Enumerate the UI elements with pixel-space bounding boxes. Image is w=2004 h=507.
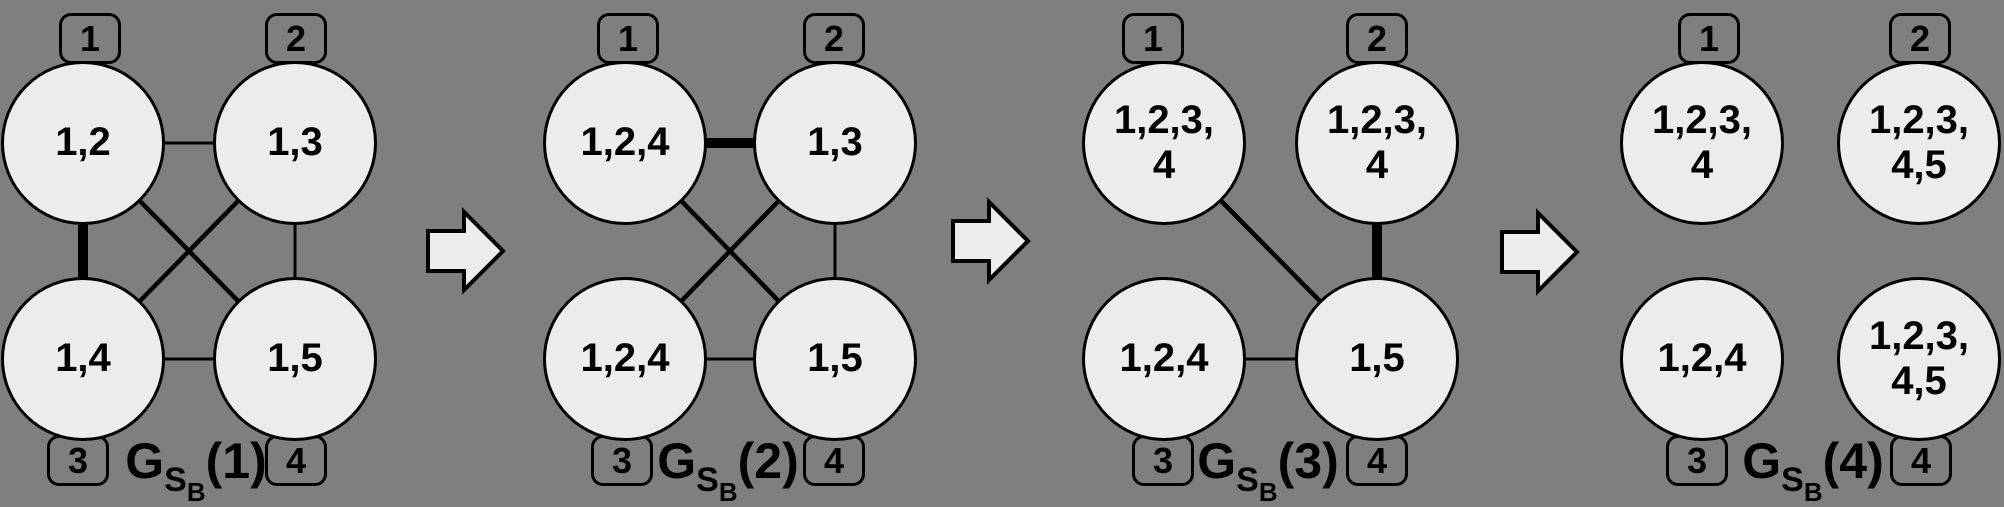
label-arg: (2) (737, 433, 799, 489)
label-main: G (125, 433, 165, 489)
panel4-label: GSB(4) (1742, 433, 1884, 505)
label-arg: (4) (1822, 433, 1884, 489)
arrow-right-icon (951, 197, 1031, 285)
panel2-port-2: 2 (803, 13, 865, 64)
arrow-right-icon (1500, 208, 1580, 296)
label-subsub: B (1258, 477, 1278, 507)
label-subsub: B (186, 477, 206, 507)
panel1-port-3: 3 (47, 435, 109, 486)
panel1-node-top-left: 1,2 (1, 61, 165, 225)
panel4-node-bottom-right: 1,2,3, 4,5 (1837, 277, 2001, 441)
panel3-label: GSB(3) (1197, 433, 1339, 505)
label-sub: S (164, 461, 187, 499)
panel2-node-bottom-left: 1,2,4 (543, 277, 707, 441)
panel2-node-top-left: 1,2,4 (543, 61, 707, 225)
panel2-port-4: 4 (803, 435, 865, 486)
arrow-right-icon (426, 207, 506, 295)
label-main: G (1197, 433, 1237, 489)
panel4-node-bottom-left: 1,2,4 (1620, 277, 1784, 441)
panel1-port-4: 4 (265, 435, 327, 486)
panel4-port-1: 1 (1678, 13, 1740, 64)
panel1-node-bottom-right: 1,5 (213, 277, 377, 441)
panel3-port-1: 1 (1122, 13, 1184, 64)
panel3-port-2: 2 (1346, 13, 1408, 64)
label-sub: S (1236, 461, 1259, 499)
panel3-port-3: 3 (1132, 435, 1194, 486)
label-arg: (3) (1277, 433, 1339, 489)
panel2-port-3: 3 (591, 435, 653, 486)
panel1-label: GSB(1) (125, 433, 267, 505)
panel2-port-1: 1 (597, 13, 659, 64)
label-subsub: B (1803, 477, 1823, 507)
panel3-node-top-left: 1,2,3, 4 (1082, 61, 1246, 225)
panel4-port-4: 4 (1890, 435, 1952, 486)
panel4-node-top-left: 1,2,3, 4 (1620, 61, 1784, 225)
panel2-node-bottom-right: 1,5 (753, 277, 917, 441)
panel3-port-4: 4 (1346, 435, 1408, 486)
panel1-node-top-right: 1,3 (213, 61, 377, 225)
panel3-node-top-right: 1,2,3, 4 (1295, 61, 1459, 225)
panel1-port-1: 1 (59, 13, 121, 64)
label-arg: (1) (205, 433, 267, 489)
label-main: G (1742, 433, 1782, 489)
panel4-port-2: 2 (1889, 13, 1951, 64)
panel3-node-bottom-right: 1,5 (1295, 277, 1459, 441)
label-sub: S (1781, 461, 1804, 499)
label-main: G (657, 433, 697, 489)
panel2-node-top-right: 1,3 (753, 61, 917, 225)
panel3-node-bottom-left: 1,2,4 (1082, 277, 1246, 441)
label-sub: S (696, 461, 719, 499)
panel1-node-bottom-left: 1,4 (1, 277, 165, 441)
panel4-node-top-right: 1,2,3, 4,5 (1837, 61, 2001, 225)
panel4-port-3: 3 (1666, 435, 1728, 486)
panel2-label: GSB(2) (657, 433, 799, 505)
label-subsub: B (718, 477, 738, 507)
panel1-port-2: 2 (265, 13, 327, 64)
